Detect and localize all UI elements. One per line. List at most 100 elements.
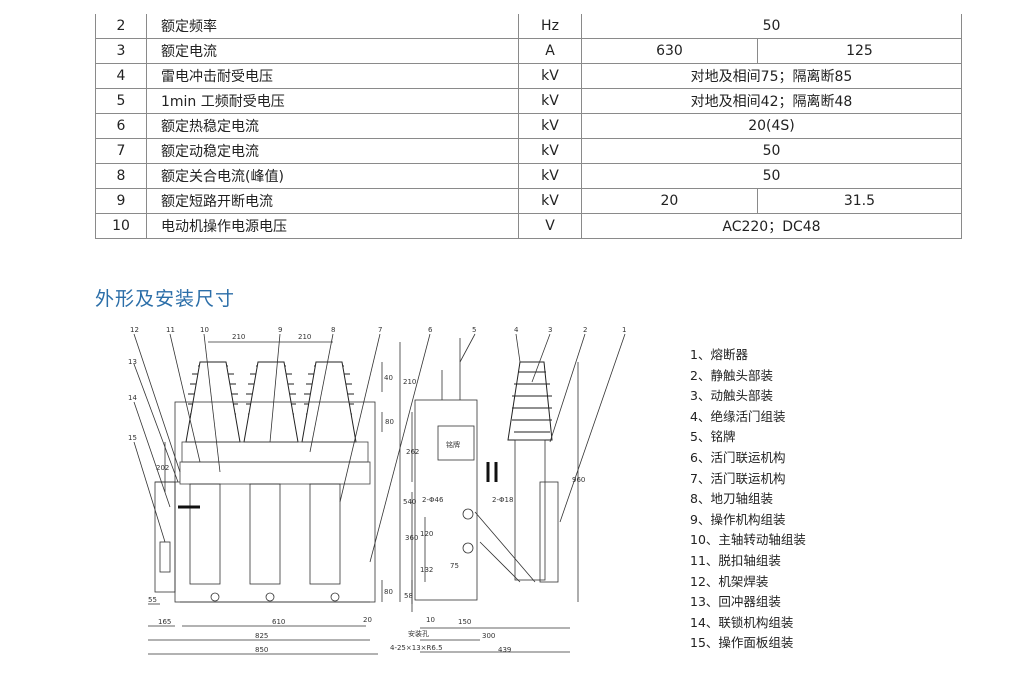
row-number: 10 [95,213,147,239]
dim-55: 55 [148,596,157,604]
dim-850: 850 [255,646,268,654]
mount-hole: 安装孔 [408,629,429,638]
param-name: 额定动稳定电流 [146,138,519,164]
param-name: 额定短路开断电流 [146,188,519,214]
param-value: 对地及相间42；隔离断48 [581,88,962,114]
param-unit: kV [518,163,582,189]
param-unit: Hz [518,14,582,39]
param-value: 20(4S) [581,113,962,139]
dim-75: 75 [450,562,459,570]
param-unit: kV [518,63,582,89]
param-name: 额定热稳定电流 [146,113,519,139]
param-value: 50 [581,163,962,189]
parts-list-item: 6、活门联运机构 [690,449,786,465]
parts-list-item: 10、主轴转动轴组装 [690,532,806,548]
hole-46: 2-Φ46 [422,496,444,504]
dim-150: 150 [458,618,471,626]
callout-13: 13 [128,358,137,366]
callout-8: 8 [331,326,335,334]
row-number: 9 [95,188,147,214]
callout-9: 9 [278,326,282,334]
side-view [411,333,626,653]
dim-20: 20 [363,616,372,624]
callout-10: 10 [200,326,209,334]
param-value: 50 [581,138,962,164]
parts-list-item: 5、铭牌 [690,429,736,445]
dim-262: 262 [406,448,419,456]
dim-825: 825 [255,632,268,640]
dim-960: 960 [572,476,585,484]
param-value: 50 [581,14,962,39]
callout-4: 4 [514,326,519,334]
param-name: 雷电冲击耐受电压 [146,63,519,89]
param-name: 1min 工频耐受电压 [146,88,519,114]
callout-1: 1 [622,326,626,334]
param-unit: kV [518,113,582,139]
dim-165: 165 [158,618,171,626]
param-value: 20 [581,188,758,214]
row-number: 3 [95,38,147,64]
callout-2: 2 [583,326,587,334]
parts-list-item: 9、操作机构组装 [690,511,786,527]
nameplate-label: 铭牌 [446,440,460,449]
dim-10: 10 [426,616,435,624]
row-number: 6 [95,113,147,139]
mount-spec: 4-25×13×R6.5 [390,644,443,652]
param-unit: A [518,38,582,64]
dim-40: 40 [384,374,393,382]
hole-18: 2-Φ18 [492,496,513,504]
dim-439: 439 [498,646,511,654]
dim-120: 120 [420,530,433,538]
parts-list-item: 15、操作面板组装 [690,635,794,651]
param-name: 额定频率 [146,14,519,39]
parts-list-item: 7、活门联运机构 [690,470,786,486]
section-title: 外形及安装尺寸 [95,288,236,310]
parts-list-item: 11、脱扣轴组装 [690,552,781,568]
parts-list-item: 12、机架焊装 [690,573,769,589]
param-value: 125 [756,38,963,64]
dim-540: 540 [403,498,416,506]
parts-list-item: 1、熔断器 [690,347,748,362]
param-value: 对地及相间75；隔离断85 [581,63,962,89]
param-unit: kV [518,188,582,214]
dim-210v: 210 [403,378,416,386]
callout-3: 3 [548,326,552,334]
front-view [133,333,431,655]
callout-12: 12 [130,326,139,334]
parts-list: 1、熔断器 2、静触头部装 3、动触头部装 4、绝缘活门组装 5、铭牌 6、活门… [690,345,806,654]
param-value: AC220；DC48 [581,213,962,239]
parts-list-item: 3、动触头部装 [690,388,773,404]
callout-5: 5 [472,326,476,334]
dimension-drawing: 12 11 10 9 8 7 6 13 14 15 5 4 3 2 1 铭牌 2… [128,326,626,655]
param-name: 额定关合电流(峰值) [146,163,519,189]
param-name: 额定电流 [146,38,519,64]
callout-7: 7 [378,326,382,334]
row-number: 5 [95,88,147,114]
row-number: 7 [95,138,147,164]
dim-80b: 80 [384,588,393,596]
callout-15: 15 [128,434,137,442]
dim-360: 360 [405,534,418,542]
dim-610: 610 [272,618,285,626]
dim-58: 58 [404,592,413,600]
dim-210a: 210 [232,333,245,341]
parts-list-item: 2、静触头部装 [690,367,773,383]
parts-list-item: 4、绝缘活门组装 [690,408,786,424]
parts-list-item: 14、联锁机构组装 [690,614,794,630]
callout-6: 6 [428,326,433,334]
dim-300: 300 [482,632,495,640]
param-unit: kV [518,138,582,164]
callout-11: 11 [166,326,175,334]
dim-210b: 210 [298,333,311,341]
row-number: 8 [95,163,147,189]
callout-14: 14 [128,394,137,402]
param-name: 电动机操作电源电压 [146,213,519,239]
